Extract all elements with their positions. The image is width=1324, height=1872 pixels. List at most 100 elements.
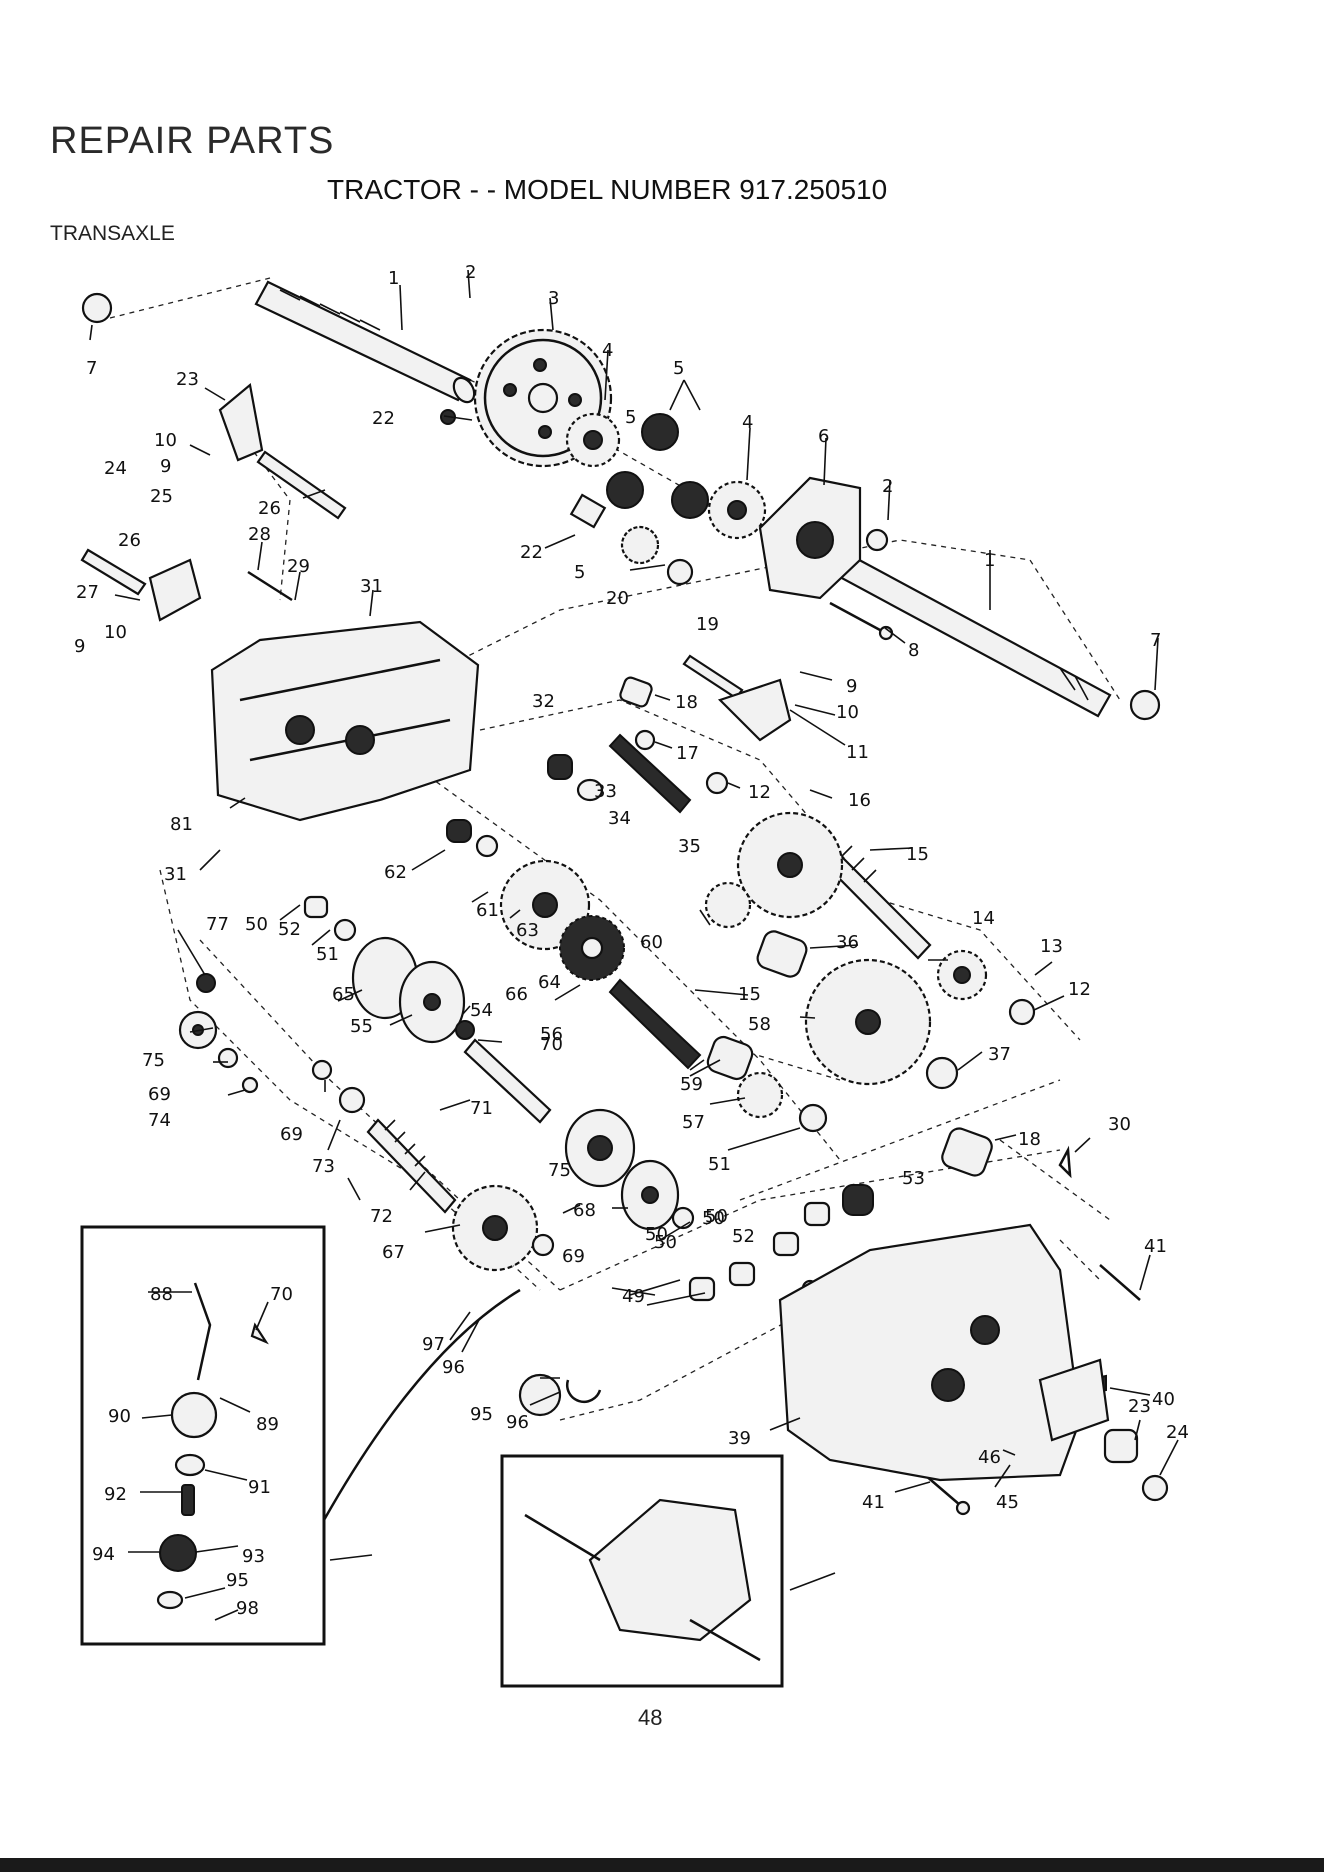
lower-axle-shaft [836,553,1112,718]
callout: 4 [602,340,613,361]
callout: 59 [680,1074,703,1095]
callout: 10 [104,622,127,643]
callout: 22 [520,542,543,563]
callout: 51 [708,1154,731,1175]
callout: 50 [702,1208,725,1229]
callout: 6 [818,426,829,447]
callout: 19 [696,614,719,635]
callout: 36 [836,932,859,953]
disc-65 [398,960,466,1044]
callout: 5 [574,562,585,583]
callout: 93 [242,1546,265,1567]
callout: 52 [732,1226,755,1247]
callout: 41 [862,1492,885,1513]
assembled-transaxle-inset [500,1454,784,1688]
callout: 12 [1068,979,1091,1000]
gear-58 [704,881,752,929]
callout: 55 [350,1016,373,1037]
callout: 30 [1108,1114,1131,1135]
callout: 70 [270,1284,293,1305]
page-number: 48 [638,1705,663,1730]
leader-lines [89,269,1179,1621]
model-subtitle: TRACTOR - - MODEL NUMBER 917.250510 [327,174,888,205]
gear-16 [736,811,844,919]
callout: 34 [608,808,631,829]
callout: 71 [470,1098,493,1119]
callout: 10 [836,702,859,723]
left-housing-31 [210,620,480,822]
callout: 2 [465,262,476,283]
callout: 40 [1152,1389,1175,1410]
small-parts [81,292,1169,1516]
callout: 39 [728,1428,751,1449]
callout: 63 [516,920,539,941]
callout: 58 [748,1014,771,1035]
gear-71 [451,1184,539,1272]
shaft-59 [463,1038,552,1124]
callout: 67 [382,1242,405,1263]
callout: 50 [645,1224,668,1245]
callout: 23 [176,369,199,390]
carrier-plate-6 [758,476,862,600]
callout: 90 [108,1406,131,1427]
callout: 75 [548,1160,571,1181]
callout: 54 [470,1000,493,1021]
callout: 69 [562,1246,585,1267]
callout: 72 [370,1206,393,1227]
callout: 75 [142,1050,165,1071]
callout: 45 [996,1492,1019,1513]
callout: 61 [476,900,499,921]
callout: 18 [1018,1129,1041,1150]
callout: 13 [1040,936,1063,957]
upper-axle-shaft [254,280,476,404]
callout: 5 [625,407,636,428]
scan-edge [0,1858,1324,1872]
callout: 20 [606,588,629,609]
callout: 92 [104,1484,127,1505]
callout: 12 [748,782,771,803]
gear-61 [559,915,625,981]
callout: 74 [148,1110,171,1131]
callout: 15 [738,984,761,1005]
callout: 1 [984,550,995,571]
callout: 50 [705,1206,728,1227]
callout: 95 [470,1404,493,1425]
callout: 10 [154,430,177,451]
callout: 9 [160,456,171,477]
callout: 33 [594,781,617,802]
callout: 15 [906,844,929,865]
gear-68 [564,1108,636,1188]
callout: 49 [622,1286,645,1307]
callout: 2 [882,476,893,497]
callout: 68 [573,1200,596,1221]
callout: 3 [548,288,559,309]
cable-97 [322,1288,521,1521]
callout: 4 [742,412,753,433]
shaft-57 [608,978,702,1070]
callout: 62 [384,862,407,883]
callout-labels: 1 2 3 4 5 4 6 2 1 7 7 8 5 5 22 20 23 22 … [74,262,1189,1619]
shift-rod-26 [80,450,347,596]
callout: 56 [540,1024,563,1045]
section-title: TRANSAXLE [50,222,175,245]
callout: 9 [846,676,857,697]
shaft-72 [366,1118,457,1214]
callout: 32 [532,691,555,712]
callout: 95 [226,1570,249,1591]
callout: 37 [988,1044,1011,1065]
gear-54 [736,1071,784,1119]
right-housing-39 [778,1223,1110,1482]
disc-69 [620,1159,680,1231]
page-title: REPAIR PARTS [50,120,335,162]
callout: 52 [278,919,301,940]
callout: 26 [118,530,141,551]
callout: 22 [372,408,395,429]
callout: 23 [1128,1396,1151,1417]
callout: 89 [256,1414,279,1435]
callout: 11 [846,742,869,763]
callout: 96 [506,1412,529,1433]
callout: 9 [74,636,85,657]
callout: 25 [150,486,173,507]
callout: 96 [442,1357,465,1378]
